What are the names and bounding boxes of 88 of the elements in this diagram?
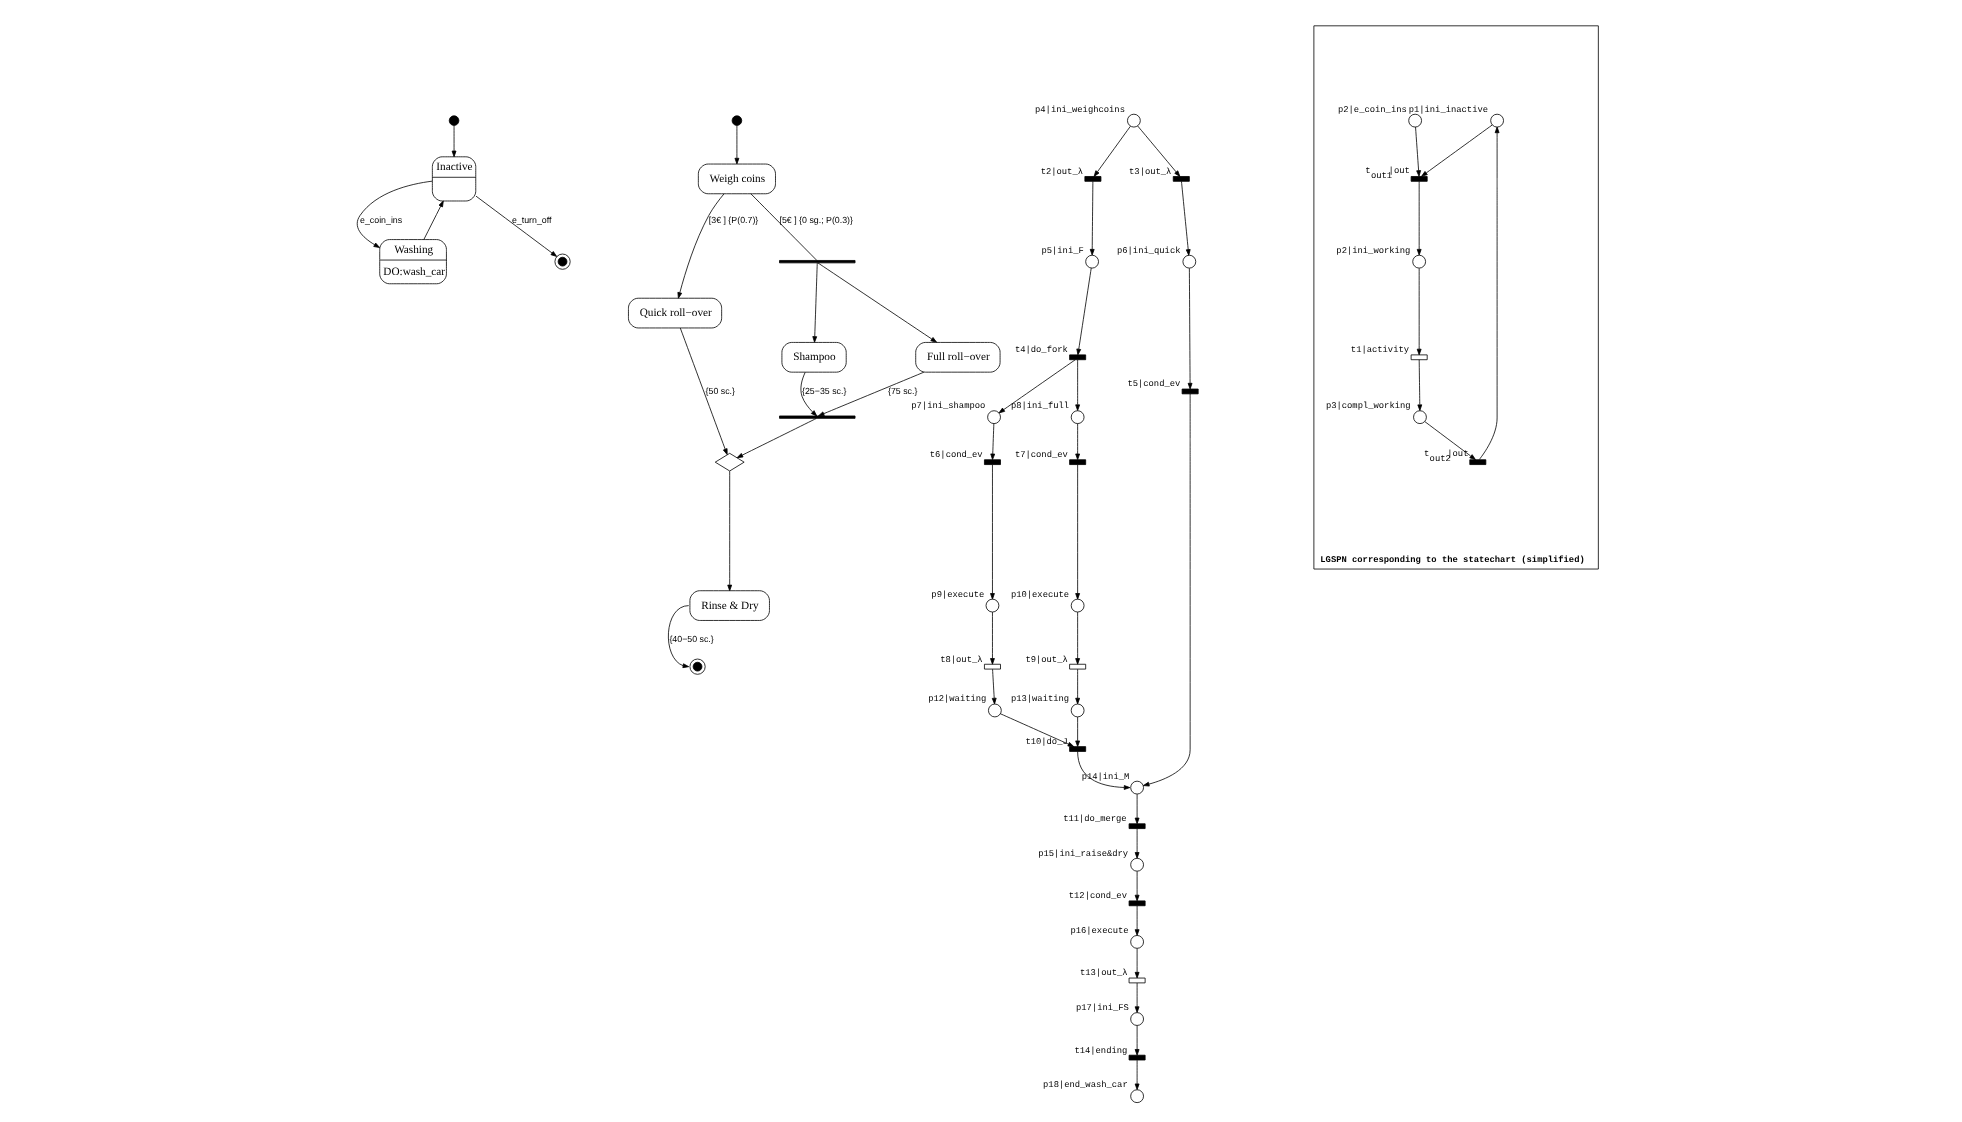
arrow [1134, 870, 1140, 902]
arrow [736, 418, 817, 459]
node-bar [1069, 746, 1087, 752]
arrow [1143, 393, 1191, 787]
arrow [475, 195, 558, 257]
node-bar [984, 459, 1001, 465]
arrow [990, 464, 995, 600]
arrow [1417, 359, 1423, 411]
arrow [998, 359, 1076, 414]
arrow [679, 327, 728, 455]
node-bar [1069, 459, 1087, 465]
arrow [1424, 421, 1476, 460]
arrow [1075, 716, 1080, 747]
arrow [1075, 423, 1080, 460]
node-circle [1130, 857, 1144, 872]
node-circle [987, 410, 1001, 424]
node-bar [1128, 1054, 1146, 1061]
arrow [990, 611, 995, 665]
node-circle [985, 598, 1000, 613]
connector [750, 193, 818, 261]
arrow [1181, 181, 1191, 256]
node-circle [1070, 703, 1085, 718]
node-circle [1070, 598, 1085, 613]
arrow [1075, 668, 1080, 705]
arrow [1076, 267, 1092, 356]
arrow [1075, 611, 1080, 665]
arrow [1089, 181, 1095, 256]
arrow [1134, 948, 1140, 979]
node-bar [779, 415, 856, 419]
node-circle [1490, 113, 1504, 128]
arrow [727, 470, 733, 592]
node-circle [1182, 254, 1197, 269]
node-circle [448, 115, 460, 126]
node-circle [988, 703, 1002, 718]
arrow [1077, 751, 1131, 790]
arrow [1093, 125, 1131, 177]
arrow [991, 668, 997, 705]
arrow [1134, 828, 1140, 859]
arrow [1416, 181, 1422, 256]
arrow [1416, 267, 1422, 356]
arrow [1421, 124, 1493, 177]
node-bar [1410, 176, 1428, 182]
node-bar [1128, 823, 1146, 829]
node-bar [779, 260, 856, 264]
node-bar [1469, 459, 1487, 465]
arrow [1478, 126, 1500, 460]
arrow [817, 262, 937, 343]
node-bar [984, 663, 1001, 670]
node-circle [1127, 113, 1141, 128]
arrow [1134, 793, 1140, 825]
node-circle [1130, 780, 1144, 795]
arrow [1134, 1025, 1140, 1056]
node-bar [1181, 388, 1199, 395]
node-bar [1069, 663, 1087, 670]
arrow [1075, 359, 1080, 411]
arrow [818, 371, 925, 417]
arrow [423, 200, 444, 240]
node-circle [1412, 254, 1426, 269]
node-circle [731, 115, 743, 126]
node-circle [1130, 1089, 1144, 1103]
arrow [451, 125, 457, 158]
node-bar [1172, 176, 1190, 182]
node-circle [1070, 410, 1085, 424]
arrow [1000, 713, 1075, 747]
arrow [1187, 267, 1193, 390]
node-bar [1128, 900, 1146, 907]
arrow [812, 262, 818, 343]
arrow [800, 371, 818, 417]
arrow [990, 423, 996, 460]
node-circle [1085, 254, 1099, 269]
arrow [1134, 1059, 1140, 1090]
arrow [1134, 982, 1140, 1013]
arrow [734, 125, 740, 165]
node-circle [1130, 935, 1144, 949]
node-bar [1128, 977, 1146, 984]
node-circle [1408, 113, 1422, 128]
arrow [668, 605, 690, 669]
node-circle [1130, 1012, 1144, 1026]
arrow [1415, 126, 1421, 177]
node-circle [1413, 410, 1427, 424]
node-bar [1069, 354, 1087, 361]
arrow [1137, 125, 1181, 177]
node-bar [1410, 354, 1428, 361]
node-bar [1084, 176, 1102, 182]
arrow [677, 193, 725, 299]
arrow [356, 180, 433, 248]
arrow [1075, 464, 1080, 600]
arrow [1134, 905, 1140, 936]
